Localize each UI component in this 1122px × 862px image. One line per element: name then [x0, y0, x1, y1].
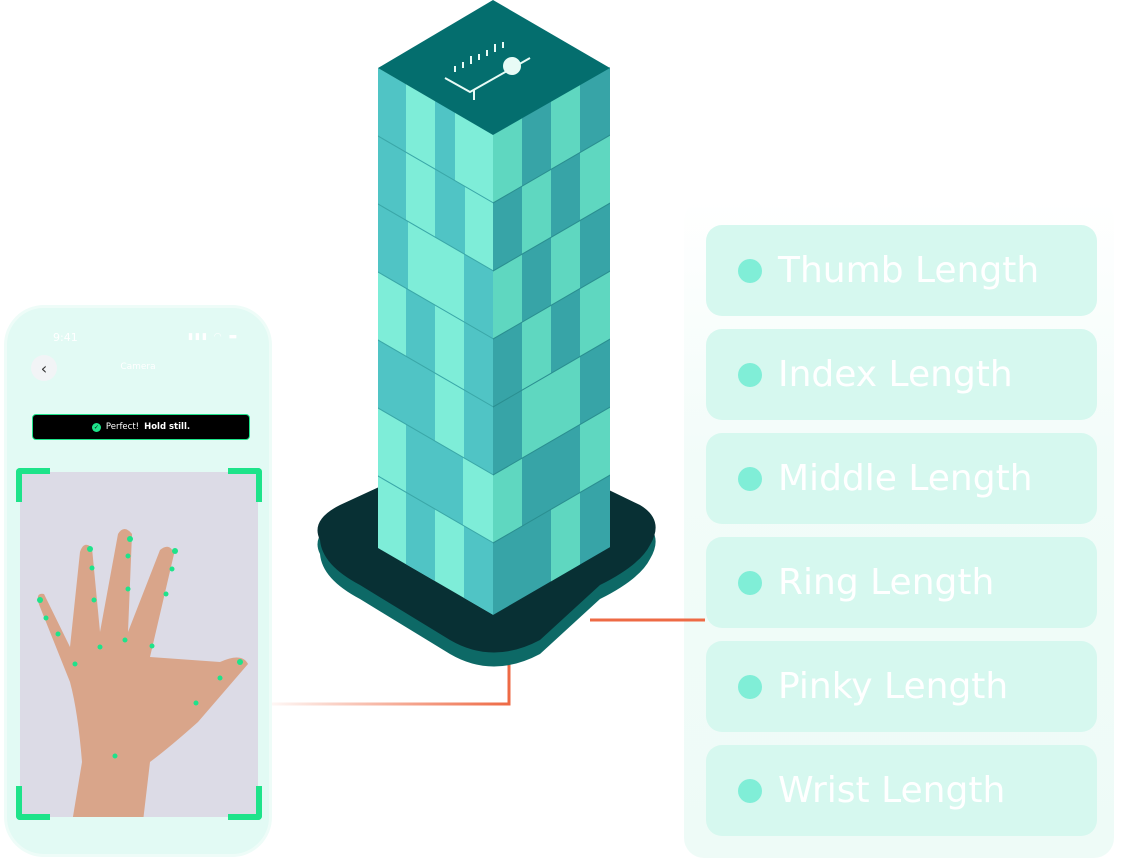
bullet-dot-icon [738, 466, 762, 491]
back-button[interactable]: ‹ [31, 355, 57, 381]
ruler-logo-icon [444, 42, 531, 100]
bullet-dot-icon [738, 362, 762, 387]
bullet-dot-icon [738, 674, 762, 699]
tower-right-face [493, 67, 610, 615]
status-time: 9:41 [53, 331, 78, 344]
measurement-item-middle: Middle Length [706, 433, 1097, 524]
chevron-left-icon: ‹ [40, 358, 48, 378]
nav-title: Camera [120, 362, 156, 372]
measurement-label: Index Length [778, 354, 1013, 395]
check-circle-icon: ✓ [91, 422, 101, 432]
measurement-label: Pinky Length [778, 666, 1009, 707]
bullet-dot-icon [738, 778, 762, 803]
bullet-dot-icon [738, 258, 762, 283]
hand-image [37, 529, 248, 817]
measurement-label: Middle Length [778, 458, 1033, 499]
status-toast: ✓ Perfect! Hold still. [32, 414, 250, 440]
connector-phone-tower [258, 655, 511, 706]
measurement-item-thumb: Thumb Length [706, 225, 1097, 316]
measurement-label: Thumb Length [778, 250, 1040, 291]
measurement-label: Wrist Length [778, 770, 1006, 811]
scan-frame [16, 468, 262, 820]
camera-preview [20, 472, 258, 817]
measurement-item-wrist: Wrist Length [706, 745, 1097, 836]
measurement-label: Ring Length [778, 562, 995, 603]
tower-left-face [378, 68, 493, 615]
status-icons: ▮▮▮ ◠ ▬ [188, 332, 239, 342]
bullet-dot-icon [738, 570, 762, 595]
toast-bold: Hold still. [144, 422, 191, 432]
tower-top-face [378, 0, 610, 135]
measurement-item-pinky: Pinky Length [706, 641, 1097, 732]
toast-prefix: Perfect! [105, 422, 140, 432]
measurement-item-index: Index Length [706, 329, 1097, 420]
measurement-item-ring: Ring Length [706, 537, 1097, 628]
